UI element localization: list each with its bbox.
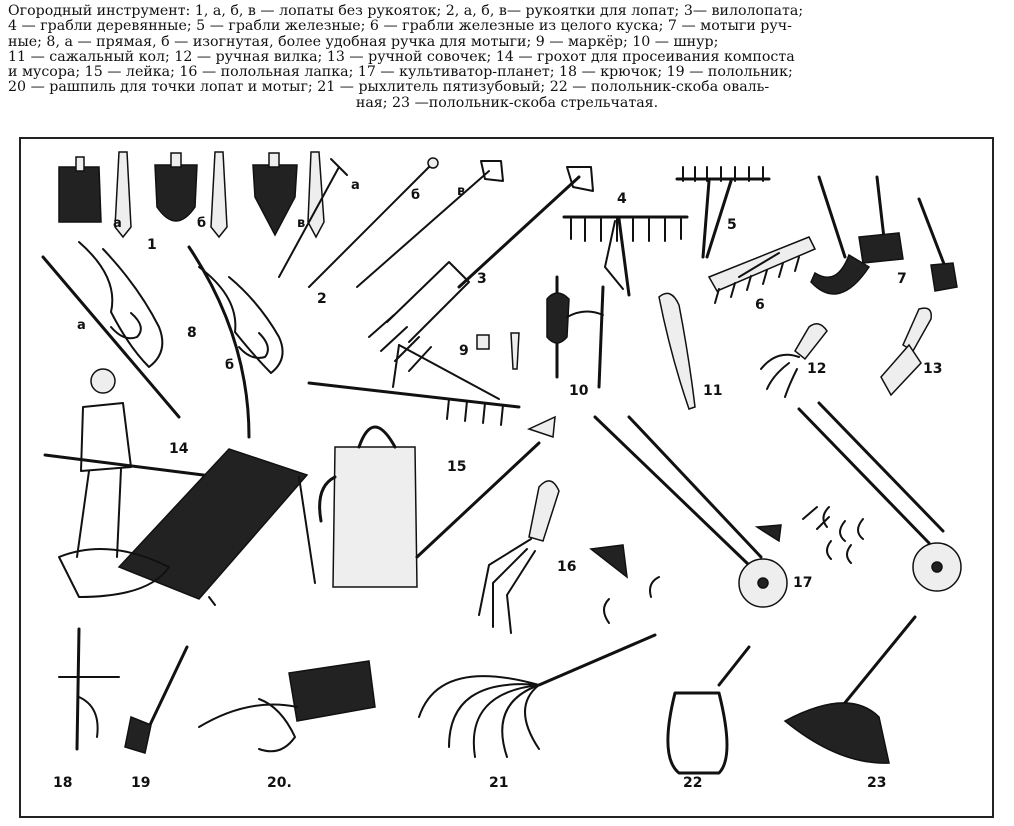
spading-fork-figure xyxy=(368,166,594,372)
label-2: 2 xyxy=(317,291,327,307)
label-9: 9 xyxy=(459,343,469,359)
label-13: 13 xyxy=(923,361,942,377)
hand-hoes-figure xyxy=(810,175,958,295)
label-19: 19 xyxy=(131,775,150,791)
wheel-cultivator-figure xyxy=(589,401,962,624)
label-2v: в xyxy=(457,184,465,199)
label-23: 23 xyxy=(867,775,886,791)
dibber-figure xyxy=(658,292,696,410)
weeding-claw-figure xyxy=(478,480,560,634)
label-4: 4 xyxy=(617,191,627,207)
spade-handles-figure xyxy=(278,157,504,288)
label-21: 21 xyxy=(489,775,508,791)
label-8b: б xyxy=(225,358,234,373)
garden-line-figure xyxy=(546,275,605,389)
label-2a: а xyxy=(351,178,360,193)
label-11: 11 xyxy=(703,383,722,399)
label-1b: б xyxy=(197,216,206,231)
label-10: 10 xyxy=(569,383,589,399)
label-1a: а xyxy=(113,216,122,231)
label-5: 5 xyxy=(727,217,737,233)
solid-iron-rake-figure xyxy=(707,236,817,304)
label-22: 22 xyxy=(683,775,702,791)
label-20: 20. xyxy=(267,775,292,791)
arrow-stirrup-hoe-figure xyxy=(783,615,917,764)
iron-rake-figure xyxy=(675,166,771,259)
rasp-figure xyxy=(198,660,376,753)
caption-line: и мусора; 15 — лейка; 16 — полольная лап… xyxy=(8,64,793,81)
label-14: 14 xyxy=(169,441,189,457)
figure-caption: Огородный инструмент: 1, а, б, в — лопат… xyxy=(8,3,1006,111)
label-8a: а xyxy=(77,318,86,333)
illustration-frame xyxy=(19,137,994,818)
caption-line: ная; 23 —полольник-скоба стрельчатая. xyxy=(355,94,659,111)
watering-can-figure xyxy=(318,415,556,588)
label-7: 7 xyxy=(897,271,907,287)
oval-stirrup-hoe-figure xyxy=(666,645,751,775)
hand-fork-figure xyxy=(760,323,828,398)
five-tooth-cultivator-figure xyxy=(418,633,657,758)
caption-line: 4 — грабли деревянные; 5 — грабли железн… xyxy=(8,18,792,35)
label-2b: б xyxy=(411,188,420,203)
compost-sieve-figure xyxy=(43,368,316,606)
marker-figure xyxy=(307,332,521,426)
caption-line: ные; 8, а — прямая, б — изогнутая, более… xyxy=(8,33,719,50)
tools-illustration: а б в 1 а б в 2 3 4 5 6 xyxy=(41,151,962,791)
caption-line: 20 — рашпиль для точки лопат и мотыг; 21… xyxy=(8,79,770,96)
caption-line: 11 — сажальный кол; 12 — ручная вилка; 1… xyxy=(8,48,795,65)
wooden-rake-figure xyxy=(562,215,689,297)
caption-line: Огородный инструмент: 1, а, б, в — лопат… xyxy=(8,3,804,19)
weeder-figure xyxy=(124,645,189,754)
label-12: 12 xyxy=(807,361,826,377)
hoe-grips-figure xyxy=(41,241,284,439)
trowel-figure xyxy=(880,307,932,397)
label-17: 17 xyxy=(793,575,812,591)
label-16: 16 xyxy=(557,559,576,575)
hook-figure xyxy=(58,627,120,751)
label-6: 6 xyxy=(755,297,765,313)
label-18: 18 xyxy=(53,775,72,791)
label-15: 15 xyxy=(447,459,466,475)
spade-blades-figure xyxy=(58,151,325,239)
label-3: 3 xyxy=(477,271,487,287)
label-1: 1 xyxy=(147,237,157,253)
label-8: 8 xyxy=(187,325,197,341)
label-1v: в xyxy=(297,216,305,231)
